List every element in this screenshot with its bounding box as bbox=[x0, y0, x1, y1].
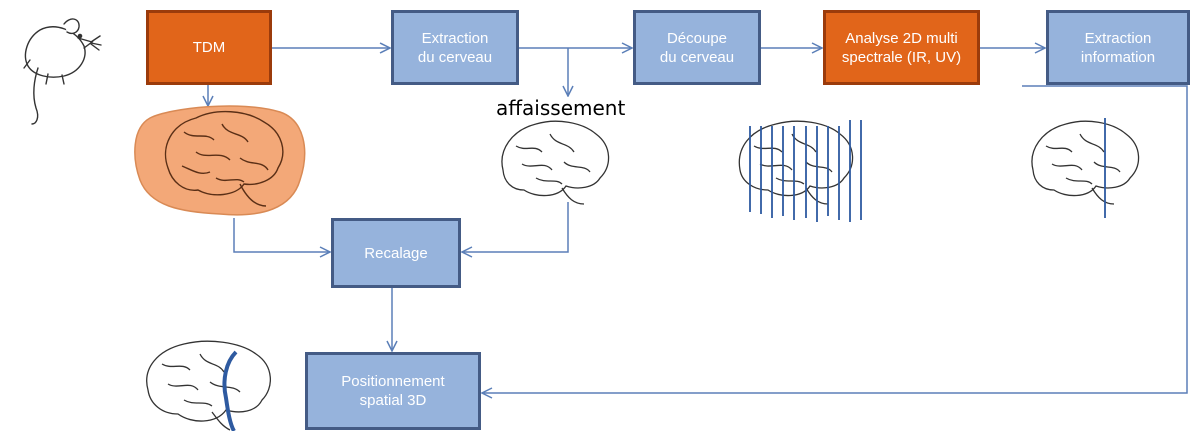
analyse-2d-box: Analyse 2D multi spectrale (IR, UV) bbox=[823, 10, 980, 85]
brain-icon bbox=[1031, 120, 1140, 205]
recalage-box: Recalage bbox=[331, 218, 461, 288]
arrow-extraction-info-positionnement bbox=[482, 85, 1188, 393]
brain-icon bbox=[134, 105, 306, 216]
arrow-affaissement-recalage bbox=[462, 202, 569, 252]
brain-icon bbox=[501, 120, 610, 205]
positionnement-box: Positionnement spatial 3D bbox=[305, 352, 481, 430]
slice-lines bbox=[749, 120, 862, 222]
mouse-icon bbox=[23, 18, 102, 125]
decoupe-cerveau-box: Découpe du cerveau bbox=[633, 10, 761, 85]
tdm-box: TDM bbox=[146, 10, 272, 85]
trajectory-line bbox=[222, 350, 238, 431]
extraction-cerveau-box: Extraction du cerveau bbox=[391, 10, 519, 85]
affaissement-label: affaissement bbox=[496, 96, 626, 120]
brain-icon bbox=[146, 340, 271, 431]
brain-icon bbox=[738, 120, 854, 205]
extraction-information-box: Extraction information bbox=[1046, 10, 1190, 85]
arrow-tdm-brain-recalage bbox=[233, 218, 330, 252]
